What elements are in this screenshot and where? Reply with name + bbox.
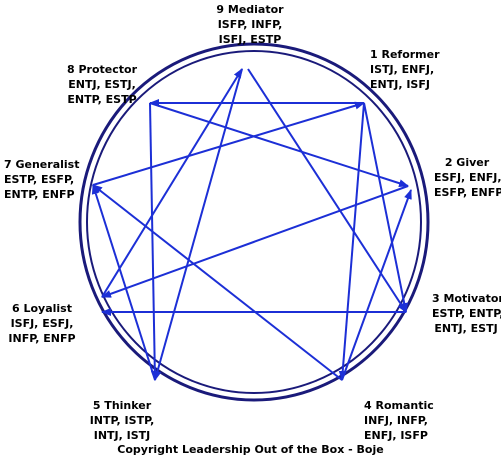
point-2-types-line2: ESFP, ENFP xyxy=(434,186,501,199)
point-7-title: 7 Generalist xyxy=(4,158,80,171)
point-3-title: 3 Motivator xyxy=(432,292,501,305)
point-6-loyalist-label: 6 Loyalist ISFJ, ESFJ, INFP, ENFP xyxy=(2,301,82,346)
point-8-title: 8 Protector xyxy=(66,63,137,76)
point-2-title: 2 Giver xyxy=(444,156,490,169)
point-1-title: 1 Reformer xyxy=(370,48,440,61)
arrows-group xyxy=(91,68,412,381)
point-3-motivator-label: 3 Motivator ESTP, ENTP, ENTJ, ESTJ xyxy=(432,291,501,336)
point-7-types-line1: ESTP, ESFP, xyxy=(4,173,75,186)
arrow-9-to-5 xyxy=(153,68,243,381)
point-5-types-line1: INTP, ISTP, xyxy=(89,414,155,427)
point-9-mediator-label: 9 Mediator ISFP, INFP, ISFJ, ESTP xyxy=(192,2,308,47)
point-7-types-line2: ENTP, ENFP xyxy=(4,188,75,201)
arrow-1-to-4 xyxy=(338,102,365,381)
point-8-protector-label: 8 Protector ENTJ, ESTJ, ENTP, ESTP xyxy=(60,62,144,107)
point-4-types-line1: INFJ, INFP, xyxy=(364,414,428,427)
point-1-types-line1: ISTJ, ENFJ, xyxy=(370,63,435,76)
arrow-1-to-3 xyxy=(363,102,409,313)
inner-ring xyxy=(86,50,422,394)
point-5-types-line2: INTJ, ISTJ xyxy=(93,429,151,442)
arrow-2-to-6 xyxy=(101,185,409,298)
point-8-types-line1: ENTJ, ESTJ, xyxy=(68,78,136,91)
arrow-5-to-7 xyxy=(91,184,156,381)
copyright-caption: Copyright Leadership Out of the Box - Bo… xyxy=(117,443,384,456)
arrow-9-to-3 xyxy=(247,68,407,313)
arrow-4-to-7 xyxy=(92,184,343,381)
point-9-title: 9 Mediator xyxy=(216,3,284,16)
arrow-6-to-9 xyxy=(101,68,243,298)
arrow-4-to-2 xyxy=(341,189,412,381)
point-3-types-line1: ESTP, ENTP, xyxy=(432,307,501,320)
point-5-title: 5 Thinker xyxy=(92,399,152,412)
point-4-romantic-label: 4 Romantic INFJ, INFP, ENFJ, ISFP xyxy=(364,398,434,443)
point-6-title: 6 Loyalist xyxy=(12,302,72,315)
arrow-7-to-1 xyxy=(92,101,365,186)
point-5-thinker-label: 5 Thinker INTP, ISTP, INTJ, ISTJ xyxy=(78,398,166,443)
point-4-title: 4 Romantic xyxy=(364,399,434,412)
point-6-types-line1: ISFJ, ESFJ, xyxy=(10,317,74,330)
point-3-types-line2: ENTJ, ESTJ xyxy=(434,322,498,335)
point-6-types-line2: INFP, ENFP xyxy=(8,332,76,345)
point-4-types-line2: ENFJ, ISFP xyxy=(364,429,428,442)
point-1-reformer-label: 1 Reformer ISTJ, ENFJ, ENTJ, ISFJ xyxy=(370,47,440,92)
point-9-types-line1: ISFP, INFP, xyxy=(217,18,283,31)
arrow-8-to-5 xyxy=(149,102,159,381)
point-7-generalist-label: 7 Generalist ESTP, ESFP, ENTP, ENFP xyxy=(4,157,79,202)
point-2-giver-label: 2 Giver ESFJ, ENFJ, ESFP, ENFP xyxy=(434,155,501,200)
point-9-types-line2: ISFJ, ESTP xyxy=(218,33,282,46)
arrow-8-to-2 xyxy=(149,102,409,188)
point-1-types-line2: ENTJ, ISFJ xyxy=(370,78,430,91)
point-2-types-line1: ESFJ, ENFJ, xyxy=(434,171,501,184)
outer-ring xyxy=(78,42,430,402)
point-8-types-line2: ENTP, ESTP xyxy=(67,93,137,106)
